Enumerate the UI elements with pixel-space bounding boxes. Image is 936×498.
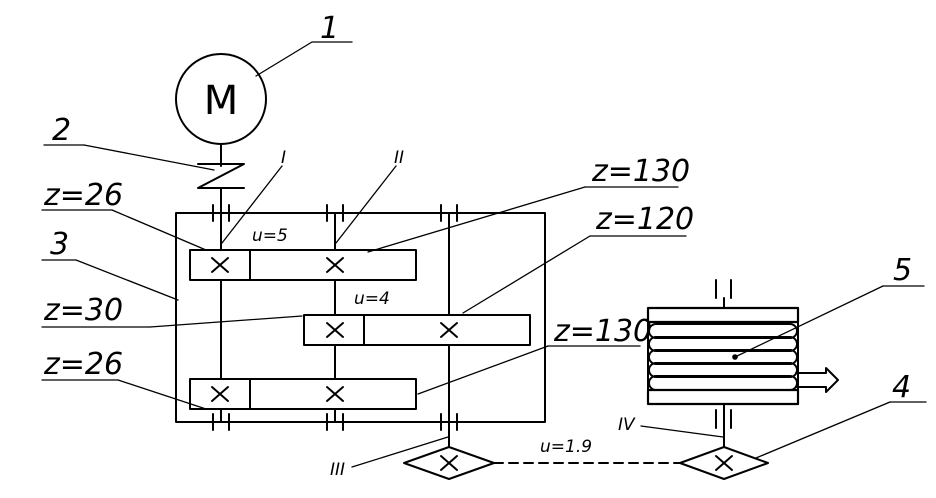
cross-mark (326, 322, 344, 338)
drum-bottom-flange (646, 388, 800, 406)
cross-mark (326, 386, 344, 402)
shaft-label-III: III (330, 460, 345, 480)
electric-motor: M 1 (175, 11, 353, 145)
teeth-mid-pinion: z=30 (43, 293, 123, 328)
teeth-low-wheel: z=130 (553, 314, 652, 349)
teeth-mid-wheel: z=120 (595, 202, 694, 237)
callout-1: 1 (320, 11, 339, 46)
shaft-III-leader (351, 436, 449, 468)
shaft-label-II: II (394, 148, 404, 168)
housing-leader-line (75, 259, 179, 301)
callout-4: 4 (892, 370, 911, 405)
chain-drive: 4 (403, 370, 927, 480)
housing-outline (175, 212, 546, 423)
rope-output-arrow (795, 367, 839, 393)
gear-pair-top (189, 249, 417, 281)
gear-top-wheel (249, 249, 417, 281)
cross-mark (211, 257, 229, 273)
motor-leader-line (255, 41, 313, 77)
callout-3: 3 (50, 227, 69, 262)
chain-leader-line (755, 401, 891, 459)
drum-top-flange (646, 306, 800, 324)
ratio-mid: u=4 (354, 289, 390, 309)
shaft-label-IV: IV (618, 415, 636, 435)
shaft-I-leader (221, 165, 283, 244)
cross-mark (211, 386, 229, 402)
shaft-II-leader (335, 165, 397, 244)
coupling: 2 (43, 113, 245, 213)
cross-mark (326, 257, 344, 273)
cross-mark (440, 322, 458, 338)
shaft-IV-leader (640, 425, 724, 438)
drum-leader-line (734, 285, 884, 358)
tooth-labels: z=26 z=130 z=120 z=30 z=130 z=26 (41, 154, 694, 410)
ratio-top: u=5 (252, 226, 288, 246)
drum: 5 (646, 253, 925, 406)
ratio-chain: u=1.9 (540, 437, 592, 457)
cross-mark (715, 455, 733, 471)
rope-coils (648, 323, 798, 391)
gear-low-wheel (249, 378, 417, 410)
motor-symbol: M (204, 78, 239, 124)
ratio-labels: u=5 u=4 u=1.9 (252, 226, 592, 457)
gear-mid-wheel (363, 314, 531, 346)
callout-2: 2 (52, 113, 71, 148)
gear-pair-middle (303, 314, 531, 346)
teeth-top-wheel: z=130 (591, 154, 690, 189)
coupling-leader-line (83, 144, 215, 171)
bearings (212, 204, 732, 431)
teeth-top-pinion: z=26 (43, 178, 123, 213)
shaft-labels: I II III IV (221, 148, 724, 480)
cross-mark (440, 455, 458, 471)
callout-5: 5 (893, 253, 912, 288)
teeth-low-pinion: z=26 (43, 347, 123, 382)
shaft-label-I: I (281, 148, 286, 168)
gear-pair-bottom (189, 378, 417, 410)
gearbox-housing: 3 (41, 212, 546, 423)
